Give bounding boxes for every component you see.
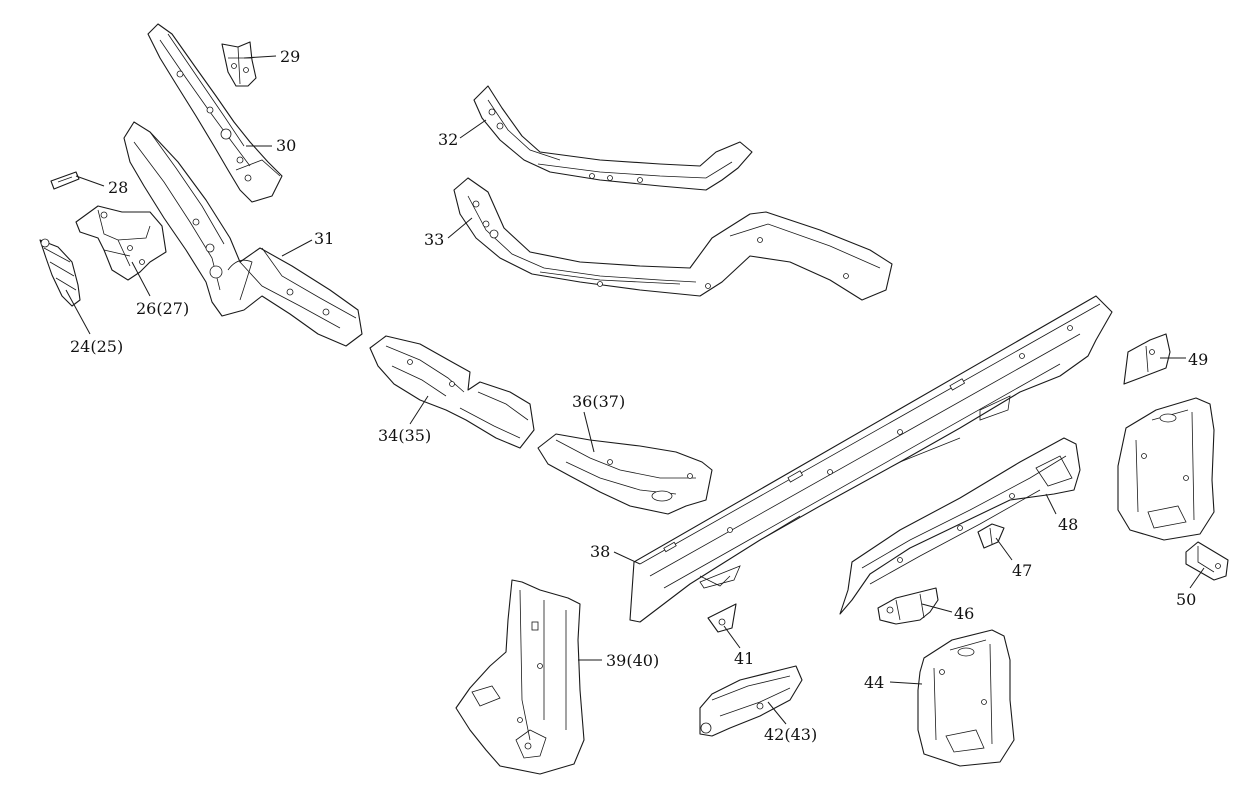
part-38 <box>629 295 1113 623</box>
part-24 <box>39 238 81 307</box>
leader-lines <box>65 55 1205 725</box>
leader-42 <box>767 701 787 725</box>
callout-28: 28 <box>108 178 128 197</box>
part-26 <box>75 205 167 281</box>
callout-32: 32 <box>438 130 458 149</box>
part-39 <box>455 579 585 775</box>
part-47 <box>977 523 1005 549</box>
callout-34: 34(35) <box>378 426 431 445</box>
part-28 <box>50 171 80 190</box>
part-33 <box>453 177 893 301</box>
callout-48: 48 <box>1058 515 1078 534</box>
callout-26: 26(27) <box>136 299 189 318</box>
part-50 <box>1185 541 1229 581</box>
leader-29 <box>243 55 277 59</box>
leader-34 <box>409 395 429 425</box>
callout-33: 33 <box>424 230 444 249</box>
callout-46: 46 <box>954 604 974 623</box>
leader-48 <box>1045 493 1057 515</box>
leader-28 <box>75 175 105 187</box>
part-46 <box>877 587 939 625</box>
leader-26 <box>131 261 151 297</box>
part-44 <box>917 629 1015 767</box>
leader-33 <box>447 217 473 239</box>
part-41 <box>707 603 737 633</box>
part-49 <box>1123 333 1171 385</box>
callout-42: 42(43) <box>764 725 817 744</box>
callout-50: 50 <box>1176 590 1196 609</box>
part-34 <box>369 335 535 449</box>
part-31 <box>123 121 363 347</box>
callout-36: 36(37) <box>572 392 625 411</box>
callout-31: 31 <box>314 229 334 248</box>
leader-44 <box>889 681 923 685</box>
leader-46 <box>921 603 953 613</box>
callout-29: 29 <box>280 47 300 66</box>
callout-44: 44 <box>864 673 884 692</box>
callout-30: 30 <box>276 136 296 155</box>
callout-41: 41 <box>734 649 754 668</box>
leader-38 <box>613 551 641 565</box>
callout-38: 38 <box>590 542 610 561</box>
callout-47: 47 <box>1012 561 1032 580</box>
part-29 <box>221 41 257 87</box>
callout-39: 39(40) <box>606 651 659 670</box>
part-42 <box>699 665 803 737</box>
leader-31 <box>281 239 313 257</box>
callout-49: 49 <box>1188 350 1208 369</box>
part-32 <box>473 85 753 191</box>
callout-labels: 24(25) 26(27) 28 29 30 31 32 33 34(35) 3… <box>70 47 1208 744</box>
leader-47 <box>995 537 1013 561</box>
part-48 <box>839 437 1081 615</box>
leader-36 <box>583 411 595 453</box>
part-right-pillar <box>1117 397 1215 541</box>
callout-24: 24(25) <box>70 337 123 356</box>
part-36 <box>537 433 713 515</box>
leader-32 <box>459 119 487 139</box>
part-30 <box>147 23 283 203</box>
leader-50 <box>1189 567 1205 589</box>
leader-24 <box>65 289 91 335</box>
leader-41 <box>723 625 741 649</box>
